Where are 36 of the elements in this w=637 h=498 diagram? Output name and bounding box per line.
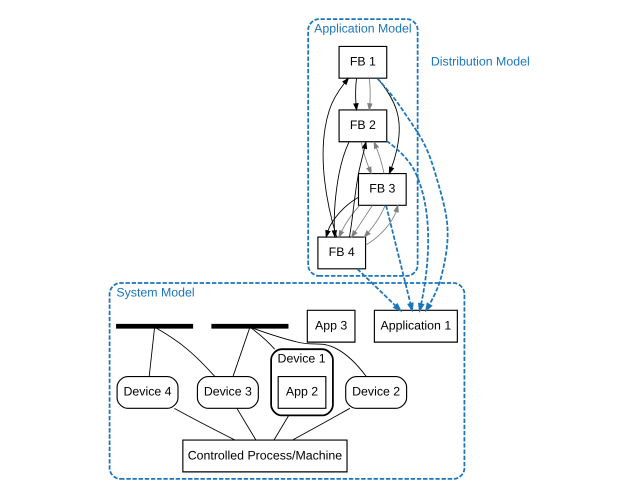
- connector: [252, 328, 366, 377]
- node-box: Controlled Process/Machine: [182, 440, 348, 472]
- arrow: [363, 205, 385, 238]
- node-box: App 3: [306, 310, 356, 343]
- arrow: [350, 205, 372, 238]
- arrow: [360, 142, 372, 175]
- node-box: Device 2: [344, 376, 407, 409]
- arrow: [373, 140, 384, 174]
- arrow: [384, 205, 414, 313]
- node-bar: [210, 324, 288, 329]
- arrow: [356, 268, 402, 312]
- node-box: Application 1: [373, 310, 458, 343]
- arrow: [352, 78, 358, 112]
- connector: [148, 328, 154, 377]
- node-box: FB 2: [338, 109, 387, 142]
- node-box: FB 4: [316, 236, 366, 270]
- connector: [155, 328, 215, 377]
- node-box: FB 3: [357, 172, 406, 206]
- connector: [173, 408, 235, 440]
- arrow: [338, 205, 360, 238]
- node-box: Device 3: [196, 376, 258, 409]
- arrow: [376, 78, 448, 312]
- node-bar: [116, 324, 193, 329]
- label: Distribution Model: [430, 54, 530, 69]
- connector: [273, 414, 289, 440]
- arrow: [348, 140, 367, 238]
- arrow: [364, 204, 398, 246]
- arrow: [386, 140, 429, 313]
- connector: [292, 408, 350, 440]
- node-box: App 2: [277, 376, 326, 409]
- connector: [236, 408, 256, 440]
- connector: [250, 328, 275, 350]
- node-box: FB 1: [338, 46, 387, 79]
- arrow: [366, 78, 372, 112]
- connector: [232, 328, 250, 377]
- node-box: Device 4: [116, 376, 178, 409]
